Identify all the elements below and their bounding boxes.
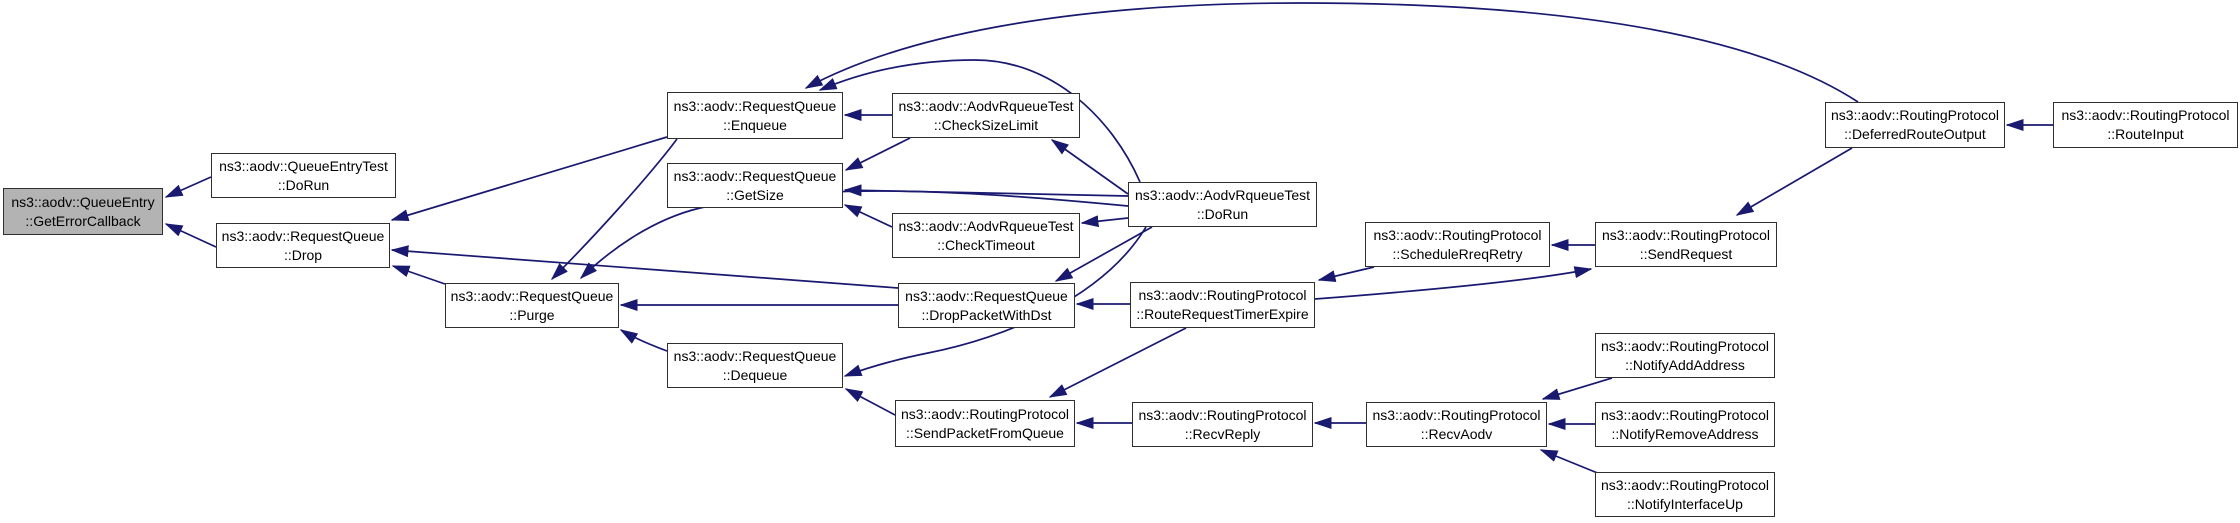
- node-label-line2: ::DropPacketWithDst: [921, 306, 1052, 323]
- node-notify-add-address[interactable]: ns3::aodv::RoutingProtocol::NotifyAddAdd…: [1595, 333, 1775, 378]
- node-request-queue-drop[interactable]: ns3::aodv::RequestQueue::Drop: [216, 223, 390, 268]
- node-label-line1: ns3::aodv::QueueEntryTest: [219, 157, 388, 174]
- edge-aodv-rqueue-test-dorun-to-request-queue-dequeue: [843, 226, 1147, 377]
- node-request-queue-dequeue[interactable]: ns3::aodv::RequestQueue::Dequeue: [667, 343, 843, 388]
- node-label-line1: ns3::aodv::RequestQueue: [673, 167, 837, 184]
- edge-check-size-limit-to-request-queue-getsize: [844, 137, 911, 171]
- node-label-line2: ::DoRun: [277, 176, 330, 193]
- node-label-line1: ns3::aodv::RoutingProtocol: [1601, 226, 1771, 243]
- node-label-line1: ns3::aodv::RequestQueue: [905, 287, 1068, 304]
- node-label-line1: ns3::aodv::RoutingProtocol: [1372, 406, 1541, 423]
- node-label-line2: ::NotifyRemoveAddress: [1611, 425, 1759, 442]
- edge-send-packet-from-queue-to-request-queue-dequeue: [844, 388, 896, 416]
- node-label-line2: ::DeferredRouteOutput: [1844, 126, 1986, 142]
- node-label-line1: ns3::aodv::RoutingProtocol: [2061, 107, 2230, 123]
- node-label-line1: ns3::aodv::RoutingProtocol: [1830, 107, 2000, 123]
- edge-request-queue-dequeue-to-request-queue-purge: [619, 329, 668, 352]
- node-label-line1: ns3::aodv::AodvRqueueTest: [898, 97, 1074, 114]
- edge-queue-entry-test-dorun-to-get-error-callback: [164, 176, 212, 198]
- node-label-line2: ::SendRequest: [1639, 245, 1733, 262]
- edge-route-request-timer-expire-to-send-packet-from-queue: [1048, 327, 1187, 398]
- node-route-request-timer-expire[interactable]: ns3::aodv::RoutingProtocol::RouteRequest…: [1130, 282, 1315, 328]
- node-label-line2: ::RecvReply: [1184, 425, 1261, 442]
- node-route-input[interactable]: ns3::aodv::RoutingProtocol::RouteInput: [2053, 102, 2238, 148]
- edge-route-request-timer-expire-to-send-request: [1314, 266, 1593, 300]
- node-label-line2: ::Drop: [283, 246, 323, 263]
- edge-request-queue-enqueue-to-request-queue-purge: [550, 138, 678, 281]
- edge-check-timeout-to-request-queue-getsize: [843, 204, 893, 228]
- node-label-line1: ns3::aodv::RequestQueue: [221, 227, 385, 244]
- node-label-line2: ::NotifyAddAddress: [1625, 356, 1745, 373]
- edge-aodv-rqueue-test-dorun-to-request-queue-enqueue: [818, 59, 1141, 183]
- edge-deferred-route-output-to-request-queue-enqueue: [804, 2, 1859, 103]
- node-label-line1: ns3::aodv::RoutingProtocol: [1600, 406, 1770, 423]
- node-label-line1: ns3::aodv::RoutingProtocol: [1138, 287, 1307, 303]
- edge-schedule-rreq-retry-to-route-request-timer-expire: [1317, 266, 1375, 283]
- node-label-line1: ns3::aodv::RequestQueue: [673, 347, 837, 364]
- node-label-line1: ns3::aodv::RoutingProtocol: [1600, 337, 1770, 354]
- node-label-line2: ::DoRun: [1196, 205, 1249, 222]
- node-request-queue-getsize[interactable]: ns3::aodv::RequestQueue::GetSize: [667, 163, 843, 208]
- node-label-line2: ::RouteInput: [2107, 126, 2184, 142]
- edge-drop-packet-with-dst-to-request-queue-drop: [390, 245, 899, 289]
- node-notify-interface-up[interactable]: ns3::aodv::RoutingProtocol::NotifyInterf…: [1595, 472, 1775, 517]
- edge-deferred-route-output-to-send-request: [1735, 147, 1853, 216]
- node-queue-entry-test-dorun[interactable]: ns3::aodv::QueueEntryTest::DoRun: [211, 153, 396, 198]
- node-aodv-rqueue-test-dorun[interactable]: ns3::aodv::AodvRqueueTest::DoRun: [1128, 182, 1317, 227]
- node-check-timeout[interactable]: ns3::aodv::AodvRqueueTest::CheckTimeout: [892, 213, 1080, 258]
- node-label-line1: ns3::aodv::AodvRqueueTest: [1134, 186, 1311, 203]
- node-label-line2: ::Enqueue: [723, 116, 787, 133]
- node-label-line2: ::CheckTimeout: [937, 236, 1035, 253]
- node-recv-aodv[interactable]: ns3::aodv::RoutingProtocol::RecvAodv: [1366, 402, 1547, 447]
- edge-request-queue-purge-to-request-queue-drop: [391, 265, 446, 285]
- node-label-line1: ns3::aodv::RoutingProtocol: [1138, 406, 1307, 423]
- node-request-queue-purge[interactable]: ns3::aodv::RequestQueue::Purge: [445, 283, 619, 328]
- node-label-line1: ns3::aodv::RoutingProtocol: [1600, 476, 1770, 493]
- node-label-line1: ns3::aodv::RoutingProtocol: [900, 405, 1070, 422]
- edge-request-queue-enqueue-to-request-queue-drop: [390, 136, 668, 221]
- edge-aodv-rqueue-test-dorun-to-check-size-limit: [1050, 139, 1129, 195]
- node-label-line1: ns3::aodv::AodvRqueueTest: [898, 217, 1074, 234]
- node-deferred-route-output[interactable]: ns3::aodv::RoutingProtocol::DeferredRout…: [1825, 102, 2005, 148]
- node-send-packet-from-queue[interactable]: ns3::aodv::RoutingProtocol::SendPacketFr…: [895, 400, 1075, 447]
- edge-aodv-rqueue-test-dorun-to-check-timeout: [1080, 215, 1129, 228]
- node-notify-remove-address[interactable]: ns3::aodv::RoutingProtocol::NotifyRemove…: [1595, 402, 1775, 447]
- node-label-line2: ::RecvAodv: [1420, 425, 1493, 442]
- node-schedule-rreq-retry[interactable]: ns3::aodv::RoutingProtocol::ScheduleRreq…: [1365, 222, 1550, 267]
- node-label-line2: ::RouteRequestTimerExpire: [1136, 306, 1309, 322]
- node-label-line1: ns3::aodv::QueueEntry: [11, 193, 155, 210]
- node-check-size-limit[interactable]: ns3::aodv::AodvRqueueTest::CheckSizeLimi…: [892, 93, 1080, 138]
- edge-aodv-rqueue-test-dorun-to-request-queue-getsize: [843, 184, 1129, 197]
- node-get-error-callback: ns3::aodv::QueueEntry::GetErrorCallback: [3, 188, 163, 235]
- node-send-request[interactable]: ns3::aodv::RoutingProtocol::SendRequest: [1595, 222, 1777, 267]
- node-label-line2: ::GetSize: [726, 186, 784, 203]
- node-label-line2: ::NotifyInterfaceUp: [1627, 495, 1743, 512]
- node-label-line2: ::CheckSizeLimit: [933, 116, 1039, 133]
- node-recv-reply[interactable]: ns3::aodv::RoutingProtocol::RecvReply: [1132, 402, 1313, 447]
- node-drop-packet-with-dst[interactable]: ns3::aodv::RequestQueue::DropPacketWithD…: [898, 283, 1075, 328]
- node-label-line1: ns3::aodv::RequestQueue: [450, 287, 614, 304]
- edge-notify-add-address-to-recv-aodv: [1541, 377, 1613, 400]
- node-label-line2: ::GetErrorCallback: [25, 212, 141, 229]
- edge-request-queue-drop-to-get-error-callback: [164, 223, 217, 248]
- edge-aodv-rqueue-test-dorun-to-drop-packet-with-dst: [1054, 226, 1153, 282]
- node-request-queue-enqueue[interactable]: ns3::aodv::RequestQueue::Enqueue: [667, 92, 843, 139]
- edge-notify-interface-up-to-recv-aodv: [1539, 449, 1601, 475]
- node-label-line2: ::SendPacketFromQueue: [906, 424, 1064, 441]
- node-label-line2: ::Purge: [509, 306, 555, 323]
- node-label-line1: ns3::aodv::RoutingProtocol: [1373, 226, 1542, 243]
- node-label-line2: ::ScheduleRreqRetry: [1392, 245, 1523, 262]
- node-label-line2: ::Dequeue: [722, 366, 788, 383]
- node-label-line1: ns3::aodv::RequestQueue: [673, 97, 837, 114]
